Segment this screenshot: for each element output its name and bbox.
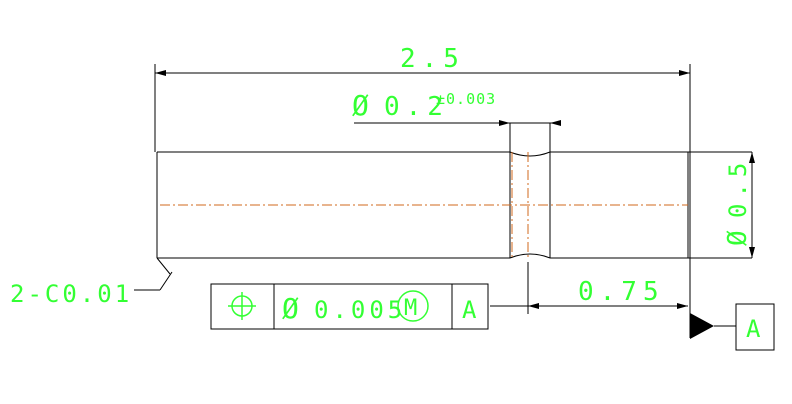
fcf-datum: A xyxy=(462,296,477,324)
feature-control-frame: Ø 0.005 M A xyxy=(210,283,489,330)
datum-label: A xyxy=(746,315,761,343)
centerlines xyxy=(160,152,688,258)
chamfer-label: 2-C0.01 xyxy=(10,280,132,308)
mmc-modifier-circle xyxy=(397,290,429,322)
groove-dia-value: 0.2 xyxy=(384,92,449,122)
overall-length-dim: 2.5 xyxy=(154,44,691,338)
groove-dia-dim: Ø 0.2 ±0.003 xyxy=(352,89,561,126)
overall-length-label: 2.5 xyxy=(400,44,465,74)
fcf-modifier: M xyxy=(404,296,417,321)
groove-dia-tolerance: ±0.003 xyxy=(436,90,496,108)
datum-feature-symbol: A xyxy=(690,303,775,351)
shaft-dia-value: 0.5 xyxy=(724,157,752,218)
datum-triangle-icon xyxy=(690,313,714,339)
position-icon xyxy=(228,292,256,320)
shaft-outline xyxy=(156,123,752,259)
groove-dia-symbol: Ø xyxy=(352,89,369,122)
fcf-dia-symbol: Ø xyxy=(282,292,299,325)
shaft-dia-dim: Ø 0.5 xyxy=(723,152,755,258)
groove-position-dim: 0.75 xyxy=(490,262,688,314)
chamfer-callout: 2-C0.01 xyxy=(10,257,173,308)
groove-position-label: 0.75 xyxy=(578,277,665,307)
shaft-dia-symbol: Ø xyxy=(723,230,753,246)
fcf-tolerance: 0.005 xyxy=(314,296,406,324)
